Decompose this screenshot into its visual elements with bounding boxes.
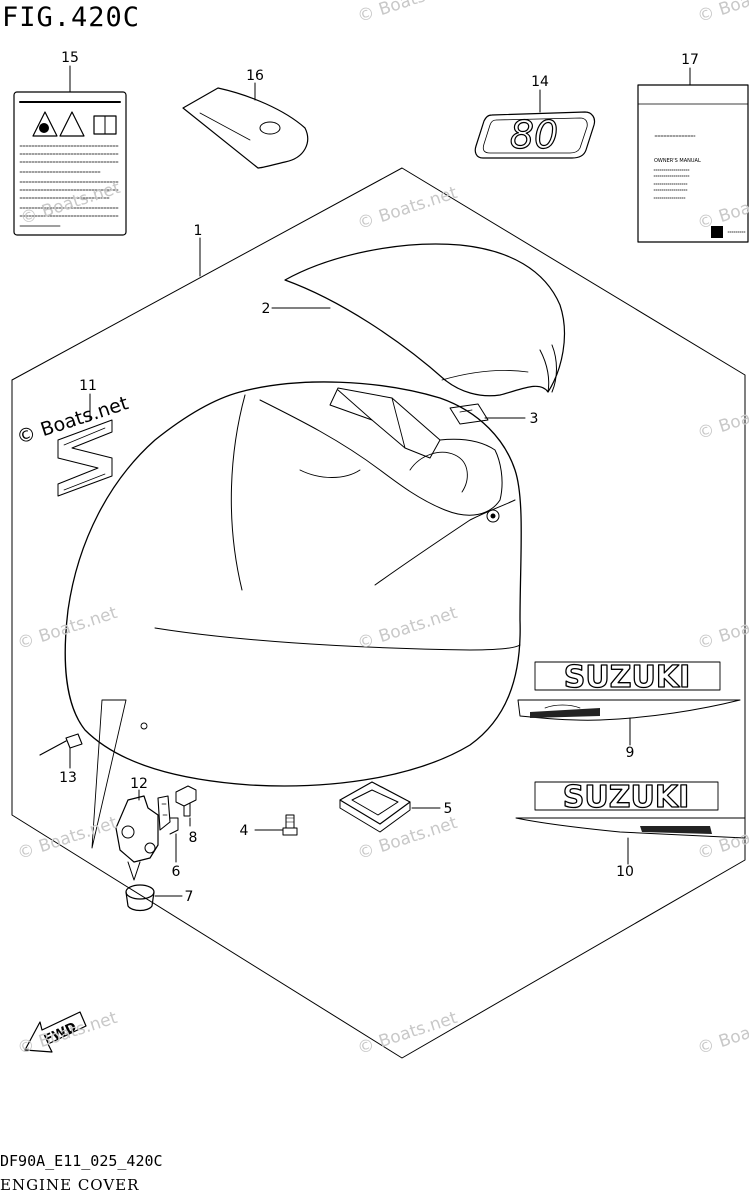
bolt-part-4	[282, 814, 298, 836]
rivet-part-13	[39, 722, 148, 756]
diagram-name: ENGINE COVER	[0, 1176, 140, 1194]
suzuki-decal-upper: SUZUKI	[517, 659, 741, 721]
callout-3: 3	[530, 411, 539, 427]
callout-17: 17	[681, 52, 699, 68]
callout-7: 7	[185, 889, 194, 905]
bracket-part-6	[157, 795, 179, 835]
callout-10: 10	[616, 864, 634, 880]
latch-part-12	[91, 699, 159, 881]
top-cover-pad	[284, 243, 566, 397]
grommet	[339, 781, 411, 833]
callout-11: 11	[79, 378, 97, 394]
diagram-code: DF90A_E11_025_420C	[0, 1152, 163, 1170]
suzuki-decal-lower: SUZUKI	[515, 779, 746, 839]
figure-title: FIG.420C	[2, 2, 141, 33]
callout-2: 2	[262, 301, 271, 317]
suzuki-decal-lower-text: SUZUKI	[563, 780, 690, 815]
callout-15: 15	[61, 50, 79, 66]
callout-9: 9	[626, 745, 635, 761]
suzuki-decal-upper-text: SUZUKI	[564, 660, 691, 695]
callout-5: 5	[444, 801, 453, 817]
callout-12: 12	[130, 776, 148, 792]
badge-80: 80	[474, 111, 596, 159]
callout-1: 1	[194, 223, 203, 239]
suzuki-s-emblem	[57, 419, 113, 497]
callout-6: 6	[172, 864, 181, 880]
clip-part	[449, 403, 489, 425]
callout-8: 8	[189, 830, 198, 846]
callout-14: 14	[531, 74, 549, 90]
assembly-boundary	[11, 167, 746, 1059]
rubber-cap	[125, 884, 155, 912]
engine-cover-shell	[64, 381, 522, 787]
sticker-sheet	[182, 87, 309, 169]
manual-title: OWNER'S MANUAL	[654, 158, 701, 164]
owners-manual: OWNER'S MANUAL	[637, 84, 749, 243]
screw-part-8	[175, 785, 197, 817]
badge-80-text: 80	[510, 113, 558, 157]
callout-labels: 15 16 14 17 1 2 3 11 9 10 5 4 8 6 12 13 …	[59, 50, 699, 905]
callout-4: 4	[240, 823, 249, 839]
callout-13: 13	[59, 770, 77, 786]
leader-lines	[69, 65, 691, 897]
callout-16: 16	[246, 68, 264, 84]
